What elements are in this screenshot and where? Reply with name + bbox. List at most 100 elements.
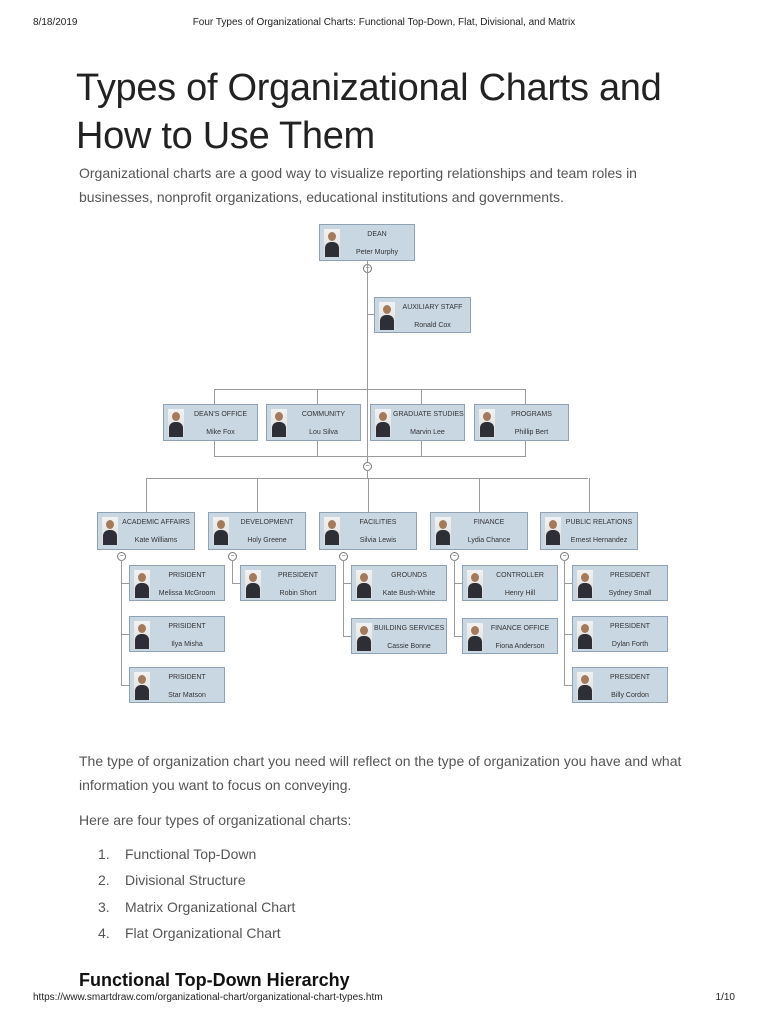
- person-photo-icon: [134, 570, 150, 598]
- person-photo-icon: [479, 409, 495, 437]
- org-node-name: Star Matson: [168, 692, 206, 699]
- org-node-role: FACILITIES: [359, 519, 397, 526]
- connector-line: [564, 685, 572, 686]
- connector-line: [232, 583, 240, 584]
- connector-line: [214, 389, 526, 390]
- org-node-name: Fiona Anderson: [495, 643, 545, 650]
- org-node-name: Henry Hill: [504, 590, 536, 597]
- connector-line: [214, 456, 526, 457]
- connector-line: [146, 478, 147, 512]
- org-node-name: Melissa McGroom: [158, 590, 216, 597]
- print-page-number: 1/10: [715, 992, 735, 1003]
- collapse-toggle-icon[interactable]: −: [363, 462, 372, 471]
- org-node: PRISIDENT Star Matson: [129, 667, 225, 703]
- person-photo-icon: [467, 570, 483, 598]
- connector-line: [367, 314, 374, 315]
- connector-line: [121, 583, 129, 584]
- org-node-role: GRADUATE STUDIES: [393, 411, 464, 418]
- list-item: 4.Flat Organizational Chart: [79, 921, 295, 947]
- list-item: 1. Functional Top-Down: [79, 842, 295, 868]
- connector-line: [454, 583, 462, 584]
- connector-line: [367, 261, 368, 466]
- org-node-role: BUILDING SERVICES: [374, 625, 445, 632]
- list-label: Divisional Structure: [125, 872, 246, 889]
- connector-line: [214, 441, 215, 456]
- org-node-name: Cassie Bonne: [387, 643, 431, 650]
- org-node: BUILDING SERVICES Cassie Bonne: [351, 618, 447, 654]
- org-node: PRISIDENT Melissa McGroom: [129, 565, 225, 601]
- collapse-toggle-icon[interactable]: −: [117, 552, 126, 561]
- collapse-toggle-icon[interactable]: −: [339, 552, 348, 561]
- org-node: FINANCE Lydia Chance: [430, 512, 528, 550]
- person-photo-icon: [245, 570, 261, 598]
- org-node-name: Lou Silva: [309, 429, 338, 436]
- org-node-name: Sydney Small: [608, 590, 652, 597]
- org-node-role: PROGRAMS: [511, 411, 552, 418]
- org-node: CONTROLLER Henry Hill: [462, 565, 558, 601]
- connector-line: [479, 478, 480, 512]
- person-photo-icon: [324, 517, 340, 545]
- connector-line: [257, 478, 258, 512]
- org-node-name: Mike Fox: [206, 429, 235, 436]
- person-photo-icon: [577, 672, 593, 700]
- org-node-name: Kate Bush-White: [382, 590, 436, 597]
- org-node-role: GROUNDS: [391, 572, 427, 579]
- org-node-role: CONTROLLER: [496, 572, 544, 579]
- paragraph-org-type: The type of organization chart you need …: [79, 753, 682, 793]
- org-node: PRESIDENT Sydney Small: [572, 565, 668, 601]
- org-node-role: PRESIDENT: [609, 572, 651, 579]
- connector-line: [564, 634, 572, 635]
- org-node-name: Ilya Misha: [171, 641, 203, 648]
- collapse-toggle-icon[interactable]: −: [450, 552, 459, 561]
- collapse-toggle-icon[interactable]: −: [363, 264, 372, 273]
- person-photo-icon: [102, 517, 118, 545]
- org-node-role: DEVELOPMENT: [240, 519, 294, 526]
- connector-line: [421, 441, 422, 456]
- org-node-name: Kate Williams: [134, 537, 178, 544]
- connector-line: [421, 389, 422, 404]
- person-photo-icon: [213, 517, 229, 545]
- print-header: 8/18/2019 Four Types of Organizational C…: [0, 17, 768, 31]
- list-label: Functional Top-Down: [125, 846, 257, 862]
- connector-line: [317, 441, 318, 456]
- person-photo-icon: [356, 570, 372, 598]
- connector-line: [454, 560, 455, 636]
- org-node-role: FINANCE: [473, 519, 505, 526]
- org-node-name: Marvin Lee: [410, 429, 445, 436]
- person-photo-icon: [379, 302, 395, 330]
- org-node-role: PRESIDENT: [609, 674, 651, 681]
- connector-line: [368, 478, 369, 512]
- page-title-line-1: Types of Organizational Charts and: [76, 67, 662, 109]
- org-node-role: ACADEMIC AFFAIRS: [122, 519, 190, 526]
- connector-line: [121, 685, 129, 686]
- org-node-name: Lydia Chance: [467, 537, 511, 544]
- org-node-role: AUXILIARY STAFF: [402, 304, 463, 311]
- org-node-role: PRISIDENT: [168, 572, 206, 579]
- org-node-name: Ernest Hernandez: [570, 537, 628, 544]
- connector-line: [214, 389, 215, 404]
- collapse-toggle-icon[interactable]: −: [560, 552, 569, 561]
- list-number: 1.: [98, 846, 110, 862]
- section-heading: Functional Top-Down Hierarchy: [79, 970, 350, 990]
- chart-types-list: 1.Functional Top-Down 2.Divisional Struc…: [79, 842, 295, 947]
- page-title: Types of Organizational Charts and How t…: [76, 64, 716, 160]
- print-url: https://www.smartdraw.com/organizational…: [33, 992, 383, 1003]
- org-node-name: Ronald Cox: [414, 322, 451, 329]
- connector-line: [564, 560, 565, 685]
- person-photo-icon: [134, 672, 150, 700]
- collapse-toggle-icon[interactable]: −: [228, 552, 237, 561]
- connector-line: [121, 560, 122, 685]
- connector-line: [317, 389, 318, 404]
- org-node-role: PRISIDENT: [168, 674, 206, 681]
- org-node: AUXILIARY STAFF Ronald Cox: [374, 297, 471, 333]
- org-node: GROUNDS Kate Bush-White: [351, 565, 447, 601]
